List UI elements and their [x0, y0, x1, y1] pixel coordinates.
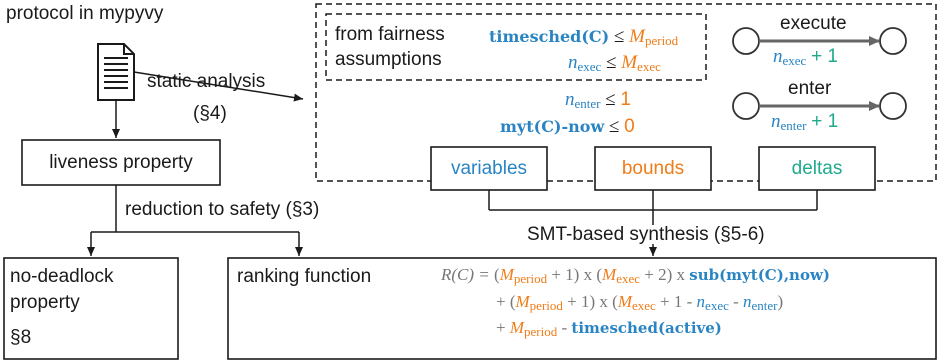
- ranking-formula-line2: + (Mperiod + 1) x (Mexec + 1 - nexec - n…: [496, 292, 784, 313]
- enter-target-state: [879, 92, 907, 120]
- fairness-label-line1: from fairness: [335, 24, 445, 45]
- variables-label: variables: [450, 157, 528, 179]
- deltas-box: [758, 146, 876, 191]
- no-deadlock-label-line2: property: [10, 292, 80, 313]
- no-deadlock-ref: §8: [10, 327, 32, 348]
- no-deadlock-label-line1: no-deadlock: [10, 266, 114, 287]
- ranking-formula-line3: + Mperiod - timesched(active): [496, 318, 722, 339]
- execute-source-state: [732, 27, 760, 55]
- bounds-label: bounds: [621, 157, 685, 179]
- static-analysis-label: static analysis: [147, 71, 266, 92]
- fairness-label-line2: assumptions: [335, 49, 442, 70]
- fairness-dashed-box: [325, 13, 707, 81]
- protocol-label: protocol in mypyvy: [6, 3, 164, 24]
- static-analysis-ref: (§4): [193, 103, 227, 124]
- constraint-nenter: nenter ≤ 1: [565, 89, 631, 111]
- constraint-nexec: nexec ≤ Mexec: [568, 52, 661, 74]
- enter-label: enter: [788, 78, 832, 99]
- constraint-myt: myt(C)-now ≤ 0: [500, 116, 635, 137]
- analysis-dashed-box: [315, 3, 937, 182]
- ranking-box: [227, 257, 937, 360]
- ranking-formula-line1: R(C) = (Mperiod + 1) x (Mexec + 2) x sub…: [441, 265, 830, 286]
- deltas-label: deltas: [791, 157, 843, 179]
- execute-target-state: [879, 27, 907, 55]
- ranking-function-label: ranking function: [237, 266, 372, 287]
- liveness-box: [21, 139, 221, 186]
- enter-delta: nenter + 1: [771, 111, 839, 133]
- reduction-label: reduction to safety (§3): [125, 199, 320, 220]
- execute-delta: nexec + 1: [773, 46, 839, 68]
- constraint-timesched: timesched(C) ≤ Mperiod: [489, 26, 679, 48]
- variables-box: [430, 146, 548, 191]
- no-deadlock-box: [3, 257, 179, 360]
- static-analysis-arrow: [133, 71, 304, 102]
- enter-source-state: [732, 92, 760, 120]
- document-icon: [97, 43, 135, 101]
- liveness-label: liveness property: [49, 151, 193, 173]
- smt-synthesis-label: SMT-based synthesis (§5-6): [527, 224, 765, 245]
- execute-label: execute: [780, 13, 847, 34]
